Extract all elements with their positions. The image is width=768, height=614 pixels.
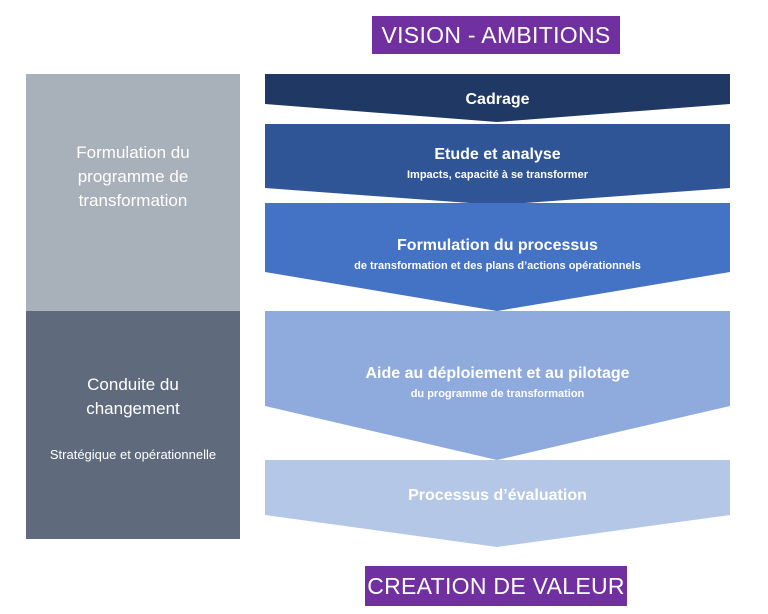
stage-formulation-title: Formulation du processus (397, 237, 598, 254)
change-management-title: Conduite du changement (86, 374, 180, 418)
stage-cadrage: Cadrage (265, 90, 730, 110)
stage-shape-etude (265, 124, 730, 205)
stage-shape-cadrage (265, 74, 730, 122)
stage-etude-title: Etude et analyse (434, 146, 561, 163)
formulation-phase-panel: Formulation du programme de transformati… (26, 74, 240, 311)
stage-shape-aide (265, 311, 730, 460)
stage-evaluation: Processus d’évaluation (265, 486, 730, 506)
stage-etude-subtitle: Impacts, capacité à se transformer (407, 169, 588, 181)
stage-evaluation-title: Processus d’évaluation (408, 487, 587, 504)
stage-shape-evaluation (265, 460, 730, 547)
stage-aide: Aide au déploiement et au pilotage du pr… (265, 364, 730, 401)
stage-aide-title: Aide au déploiement et au pilotage (365, 365, 630, 382)
creation-de-valeur-banner: CREATION DE VALEUR (365, 566, 627, 606)
formulation-phase-title: Formulation du programme de transformati… (76, 142, 190, 210)
change-management-subtitle: Stratégique et opérationnelle (49, 446, 217, 462)
stage-formulation-subtitle: de transformation et des plans d’actions… (354, 260, 641, 272)
stage-formulation: Formulation du processus de transformati… (265, 236, 730, 273)
stage-etude: Etude et analyse Impacts, capacité à se … (265, 145, 730, 182)
vision-ambitions-banner: VISION - AMBITIONS (372, 16, 620, 54)
stage-aide-subtitle: du programme de transformation (410, 388, 585, 400)
stage-cadrage-title: Cadrage (465, 91, 530, 108)
change-management-panel: Conduite du changement Stratégique et op… (26, 311, 240, 539)
stage-shape-formulation (265, 203, 730, 311)
